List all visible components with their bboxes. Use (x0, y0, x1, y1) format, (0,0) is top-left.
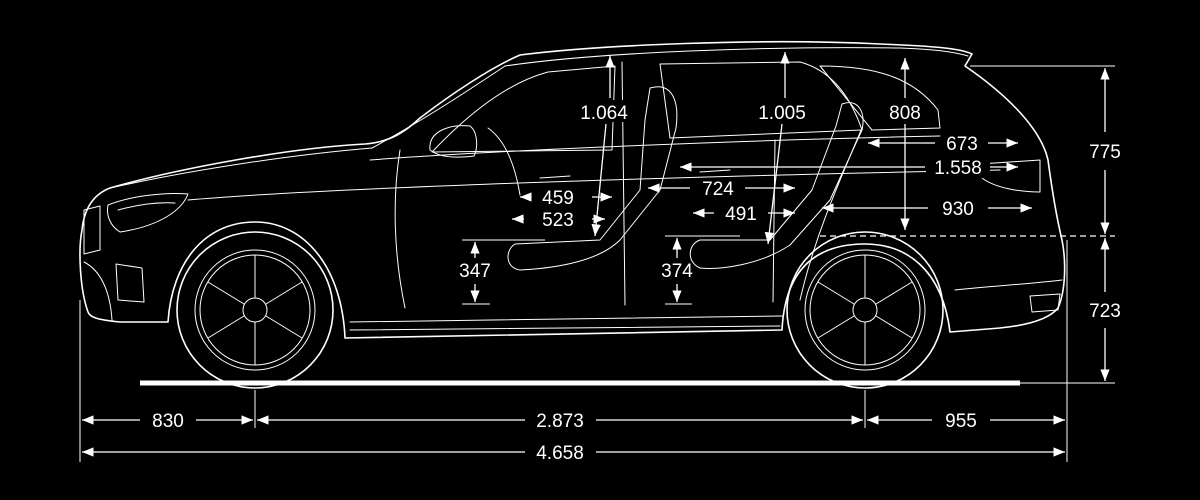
dim-overall-length: 4.658 (82, 443, 1065, 464)
label-lower-height: 723 (1089, 301, 1121, 322)
label-upper-height: 775 (1089, 142, 1121, 163)
car-silhouette (79, 40, 1066, 389)
dim-front-seat-depth: 523 (512, 210, 605, 231)
rear-seat (689, 102, 864, 269)
front-wheel (176, 231, 334, 389)
belt-line (369, 135, 941, 161)
label-overall-length: 4.658 (536, 443, 584, 464)
dim-cargo-height: 808 (882, 58, 928, 230)
roof-rail (504, 47, 969, 67)
label-front-legroom-upper: 459 (542, 188, 574, 209)
dim-rear-overhang: 955 (867, 411, 1065, 432)
dim-upper-height: 775 (1089, 68, 1121, 234)
door-front-edge (394, 149, 406, 309)
front-bumper (83, 261, 113, 321)
headlight (107, 193, 189, 233)
front-window (431, 65, 616, 153)
b-pillar (621, 61, 626, 306)
front-seat (507, 86, 678, 271)
label-rear-seat-depth: 491 (725, 204, 757, 225)
headlight-inner (117, 202, 176, 211)
dim-rear-headroom: 1.005 (752, 52, 814, 245)
dim-cargo-length-floor: 930 (822, 199, 1032, 220)
roof-line-inner (371, 65, 506, 149)
dim-wheelbase: 2.873 (257, 411, 863, 432)
dim-front-seat-height: 347 (459, 239, 545, 305)
label-cargo-length-max: 1.558 (934, 158, 982, 179)
dim-rear-seat-height: 374 (661, 235, 740, 305)
dim-front-overhang: 830 (82, 411, 253, 432)
dim-cargo-length-top: 673 (868, 134, 1018, 155)
label-front-seat-depth: 523 (542, 210, 574, 231)
rear-bumper (954, 279, 1063, 291)
dim-cargo-length-max: 1.558 (680, 156, 1018, 179)
steering-wheel (487, 127, 521, 196)
dim-front-legroom-upper: 459 (520, 188, 612, 209)
label-cargo-length-top: 673 (946, 134, 978, 155)
label-cargo-length-floor: 930 (942, 199, 974, 220)
tail-light (979, 159, 1041, 193)
label-rear-seat-height: 374 (661, 261, 693, 282)
dim-lower-height: 723 (1089, 238, 1121, 381)
label-rear-headroom: 1.005 (758, 103, 806, 124)
door-handle-front (539, 175, 571, 179)
c-pillar (799, 127, 863, 301)
side-sill (349, 315, 783, 323)
body-outline (79, 40, 1066, 339)
rear-wheel (786, 231, 944, 389)
quarter-window (819, 65, 941, 131)
hood-line (109, 147, 373, 189)
grille (83, 205, 101, 255)
door-handle-rear (699, 169, 731, 173)
dim-rear-seat-depth: 491 (693, 204, 795, 225)
label-front-headroom: 1.064 (580, 103, 628, 124)
extension-lines (79, 65, 1115, 462)
side-mirror (429, 125, 478, 158)
shoulder-line (187, 169, 1001, 201)
front-intake (115, 263, 145, 303)
lower-sill (349, 325, 781, 331)
label-rear-overhang: 955 (945, 411, 977, 432)
label-front-overhang: 830 (152, 411, 184, 432)
dim-front-headroom: 1.064 (574, 56, 634, 237)
label-cargo-height: 808 (889, 103, 921, 124)
exhaust (1029, 293, 1061, 313)
label-rear-legroom: 724 (702, 179, 734, 200)
dim-rear-legroom: 724 (648, 179, 795, 200)
label-front-seat-height: 347 (459, 261, 491, 282)
label-wheelbase: 2.873 (536, 411, 584, 432)
door-rear-edge (772, 139, 776, 303)
